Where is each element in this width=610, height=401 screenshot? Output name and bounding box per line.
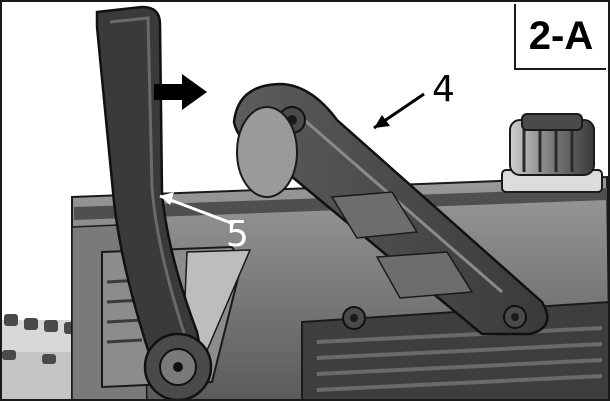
direction-arrow (154, 74, 207, 110)
leader-line-5 (159, 194, 235, 226)
handle-part-5 (95, 5, 213, 399)
callout-label-5: 5 (226, 214, 249, 255)
figure-badge: 2-A (514, 4, 606, 70)
oil-filler-cap (501, 113, 603, 193)
callout-label-4: 4 (432, 69, 455, 110)
lever-part-4 (232, 82, 549, 336)
